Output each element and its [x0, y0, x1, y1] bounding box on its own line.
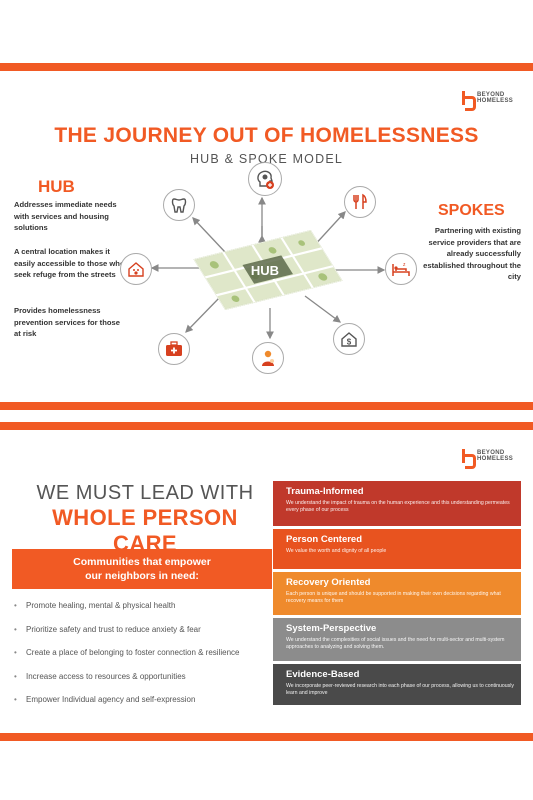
- dental-icon: [163, 189, 195, 221]
- logo-text-2: BEYOND HOMELESS: [477, 450, 513, 463]
- list-item-text: Create a place of belonging to foster co…: [26, 648, 240, 657]
- childcare-icon: [252, 342, 284, 374]
- value-description: We understand the impact of trauma on th…: [286, 500, 510, 514]
- hub-heading: HUB: [38, 177, 75, 196]
- logo-mark-icon: [462, 91, 476, 111]
- logo-line2: HOMELESS: [477, 98, 514, 104]
- value-title: Person Centered: [286, 534, 363, 545]
- logo-line2-2: HOMELESS: [477, 456, 514, 462]
- brand-logo-2: BEYOND HOMELESS: [462, 449, 513, 469]
- brand-logo: BEYOND HOMELESS: [462, 91, 513, 111]
- list-item-text: Empower Individual agency and self-expre…: [26, 695, 196, 704]
- value-description: We value the worth and dignity of all pe…: [286, 548, 387, 554]
- hub-paragraph-1: Addresses immediate needs with services …: [14, 200, 117, 232]
- value-title: Evidence-Based: [286, 669, 360, 680]
- communities-line2: our neighbors in need:: [85, 570, 199, 582]
- communities-line1: Communities that empower: [73, 556, 211, 568]
- shelter-bed-icon: z: [385, 253, 417, 285]
- hub-map-icon: [193, 229, 343, 311]
- communities-banner: Communities that empower our neighbors i…: [12, 549, 272, 589]
- page-title: THE JOURNEY OUT OF HOMELESSNESS: [54, 124, 479, 147]
- value-description: We incorporate peer-reviewed research in…: [286, 683, 514, 697]
- spokes-description: Partnering with existing service provide…: [423, 226, 521, 281]
- hub-map-label: HUB: [251, 263, 279, 278]
- slide2-title-line1: WE MUST LEAD WITH: [36, 482, 254, 504]
- value-title: Trauma-Informed: [286, 486, 364, 497]
- hub-paragraph-2: A central location makes it easily acces…: [14, 247, 125, 279]
- list-item: •Prioritize safety and trust to reduce a…: [14, 625, 239, 649]
- value-person-centered: Person Centered We value the worth and d…: [273, 529, 521, 569]
- hub-paragraph-3: Provides homelessness prevention service…: [14, 306, 120, 338]
- value-title: Recovery Oriented: [286, 577, 371, 588]
- spokes-heading: SPOKES: [438, 202, 505, 219]
- slide2-top-bar: [0, 422, 533, 430]
- svg-text:z: z: [403, 262, 406, 268]
- list-item-text: Prioritize safety and trust to reduce an…: [26, 624, 201, 634]
- logo-text: BEYOND HOMELESS: [477, 92, 513, 105]
- svg-text:$: $: [347, 338, 352, 347]
- value-evidence-based: Evidence-Based We incorporate peer-revie…: [273, 664, 521, 705]
- value-trauma-informed: Trauma-Informed We understand the impact…: [273, 481, 521, 526]
- logo-line1: BEYOND: [477, 91, 505, 98]
- value-recovery-oriented: Recovery Oriented Each person is unique …: [273, 572, 521, 615]
- logo-line1-2: BEYOND: [477, 449, 505, 456]
- mental-health-icon: [248, 162, 282, 196]
- financial-house-icon: $: [333, 323, 365, 355]
- top-accent-bar: [0, 63, 533, 71]
- slide1-bottom-bar: [0, 402, 533, 410]
- list-item: •Create a place of belonging to foster c…: [14, 648, 239, 672]
- value-description: Each person is unique and should be supp…: [286, 591, 501, 605]
- value-system-perspective: System-Perspective We understand the com…: [273, 618, 521, 661]
- list-item: •Increase access to resources & opportun…: [14, 672, 239, 696]
- goals-list: •Promote healing, mental & physical heal…: [14, 601, 239, 719]
- value-description: We understand the complexities of social…: [286, 637, 505, 651]
- list-item-text: Promote healing, mental & physical healt…: [26, 601, 176, 610]
- list-item-text: Increase access to resources & opportuni…: [26, 671, 186, 681]
- pet-care-icon: [120, 253, 152, 285]
- list-item: •Empower Individual agency and self-expr…: [14, 695, 239, 719]
- logo-mark-icon-2: [462, 449, 476, 469]
- medical-kit-icon: [158, 333, 190, 365]
- value-title: System-Perspective: [286, 623, 377, 634]
- page-subtitle: HUB & SPOKE MODEL: [189, 152, 344, 166]
- hub-spoke-diagram: HUB: [150, 196, 386, 340]
- bottom-accent-bar: [0, 733, 533, 741]
- list-item: •Promote healing, mental & physical heal…: [14, 601, 239, 625]
- food-icon: [344, 186, 376, 218]
